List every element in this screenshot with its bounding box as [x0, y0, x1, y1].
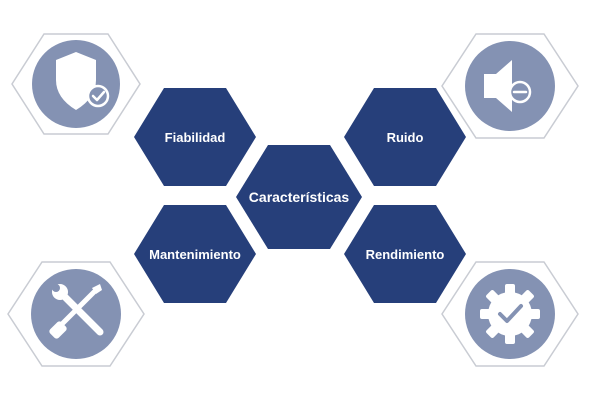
hex-mantenimiento: Mantenimiento [134, 205, 256, 303]
label-ruido: Ruido [387, 130, 424, 145]
label-rendimiento: Rendimiento [366, 247, 445, 262]
label-mantenimiento: Mantenimiento [149, 247, 241, 262]
wrench-screwdriver-icon [31, 269, 121, 359]
label-fiabilidad: Fiabilidad [165, 130, 226, 145]
shield-icon-group [11, 33, 141, 135]
shield-check-icon [32, 40, 120, 128]
hex-center: Características [236, 145, 362, 249]
speaker-mute-icon [465, 41, 555, 131]
tools-icon-group [7, 261, 145, 367]
hex-fiabilidad: Fiabilidad [134, 88, 256, 186]
hex-rendimiento: Rendimiento [344, 205, 466, 303]
gear-icon-group [441, 261, 579, 367]
gear-check-icon [465, 269, 555, 359]
label-caracteristicas: Características [249, 189, 350, 205]
speaker-icon-group [441, 33, 579, 139]
hex-ruido: Ruido [344, 88, 466, 186]
